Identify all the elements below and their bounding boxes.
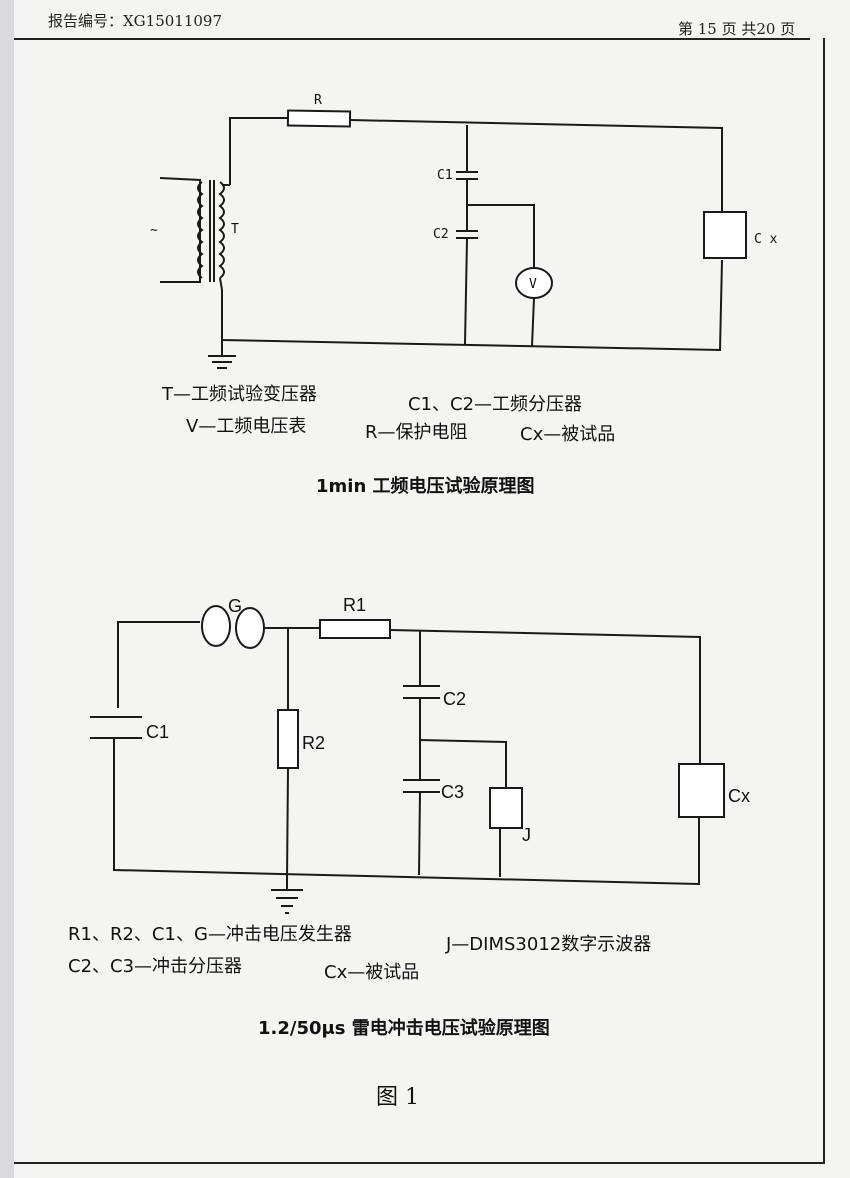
primary-lead	[159, 177, 201, 283]
label-C1: C1	[146, 722, 169, 742]
label-C1: C1	[437, 168, 453, 183]
page-frame	[14, 38, 825, 1164]
wire-bottom	[113, 738, 700, 886]
label-T: T	[231, 222, 239, 237]
report-number: 报告编号：XG15011097	[48, 12, 223, 30]
legend-divider: C2、C3—冲击分压器	[68, 956, 243, 977]
wire-to-scope	[419, 739, 507, 788]
transformer-T: ~ T	[150, 177, 239, 291]
figure-label: 图 1	[376, 1085, 419, 1110]
legend-J: J—DIMS3012数字示波器	[446, 934, 652, 955]
spark-gap-right	[235, 607, 265, 649]
label-R: R	[314, 93, 322, 108]
primary-coil	[197, 181, 204, 279]
wire-bottom	[221, 259, 723, 352]
caption-power-frequency: 1min 工频电压试验原理图	[316, 476, 535, 497]
label-Cx: Cx	[728, 786, 750, 806]
legend-R: R—保护电阻	[365, 422, 468, 443]
wire-top-left	[229, 117, 288, 185]
oscilloscope-J	[489, 787, 523, 829]
legend-generator: R1、R2、C1、G—冲击电压发生器	[68, 924, 352, 945]
legend-C1-C2: C1、C2—工频分压器	[408, 394, 583, 415]
label-J: J	[522, 825, 531, 845]
capacitor-divider: C1 C2	[433, 125, 535, 345]
ac-source-symbol: ~	[150, 223, 158, 238]
wire-to-voltmeter	[467, 204, 535, 268]
legend-Cx: Cx—被试品	[520, 424, 616, 445]
caption-impulse: 1.2/50μs 雷电冲击电压试验原理图	[258, 1018, 550, 1039]
secondary-bottom-lead	[219, 277, 223, 291]
label-G: G	[228, 596, 242, 616]
label-C2: C2	[443, 689, 466, 709]
resistor-R	[286, 109, 352, 128]
label-R1: R1	[343, 595, 366, 615]
legend-V: V—工频电压表	[186, 416, 307, 437]
wire-top-right	[389, 629, 701, 764]
label-Cx: C x	[754, 232, 778, 247]
ground-1	[208, 340, 236, 369]
impulse-circuit: G R1 C1 R2 C2 C3 J Cx	[90, 595, 750, 914]
label-V: V	[529, 277, 537, 292]
ground-2	[271, 878, 303, 914]
label-R2: R2	[302, 733, 325, 753]
resistor-R1	[319, 619, 391, 639]
scan-edge	[0, 0, 14, 1178]
wire-left-top	[117, 621, 200, 708]
spark-gap-left	[201, 605, 231, 647]
secondary-coil	[218, 181, 225, 279]
label-C3: C3	[441, 782, 464, 802]
page-info: 第 15 页 共20 页	[678, 20, 796, 38]
test-object-Cx	[678, 763, 725, 818]
power-frequency-circuit: ~ T R C1 C2 V C x	[150, 93, 778, 369]
legend-Cx-2: Cx—被试品	[324, 962, 420, 983]
wire-top-right	[349, 119, 723, 212]
legend-T: T—工频试验变压器	[162, 384, 317, 405]
header-rule	[14, 38, 810, 40]
test-object-Cx	[703, 211, 747, 259]
label-C2: C2	[433, 227, 449, 242]
resistor-R2	[277, 709, 299, 769]
